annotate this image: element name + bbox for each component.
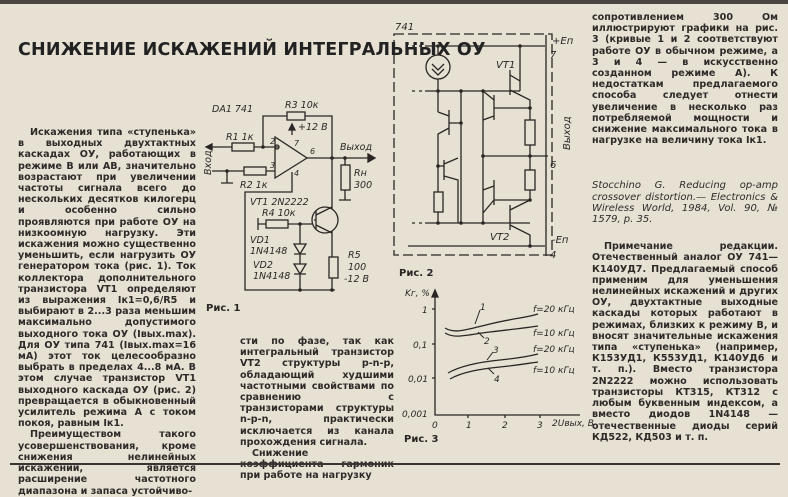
label-pin2: 2 (270, 137, 275, 146)
editor-note: Примечание редакции. Отечественный анало… (592, 241, 778, 443)
curve-label-3: 3 (493, 346, 499, 356)
label-r2: R2 1к (240, 180, 268, 191)
paragraph: Искажения типа «ступенька» в выходных дв… (18, 127, 196, 430)
y-tick-1: 1 (422, 306, 428, 316)
label-pin4: 4 (550, 250, 556, 261)
column-3: сопротивлением 300 Ом иллюстрируют графи… (592, 12, 778, 443)
curve-freq-3: f=20 кГц (533, 345, 575, 355)
curve-freq-1: f=20 кГц (533, 305, 575, 315)
label-r1: R1 1к (226, 132, 254, 143)
curve-4 (449, 361, 539, 380)
x-tick-2: 2 (502, 421, 508, 431)
figure-2-caption: Рис. 2 (399, 268, 434, 279)
figure-2-circuit: 741 +Eп -Eп 7 6 4 VT1 VT2 Выход (393, 22, 574, 261)
figure-3-caption: Рис. 3 (404, 434, 439, 445)
label-minus-e: -Eп (552, 235, 569, 246)
label-plus-e: +Eп (552, 36, 574, 47)
curve-3 (447, 353, 539, 374)
label-pin6: 6 (310, 147, 315, 156)
figure-1-caption: Рис. 1 (206, 303, 241, 314)
x-tick-3: 3 (537, 421, 543, 431)
paragraph: сопротивлением 300 Ом иллюстрируют графи… (592, 12, 778, 147)
label-rn: Rн (354, 168, 367, 179)
label-vd1: VD1 (250, 235, 270, 246)
label-output: Выход (340, 142, 372, 153)
label-da1: DA1 741 (212, 104, 253, 115)
label-vt1: VT1 2N2222 (250, 197, 309, 208)
label-rn-value: 300 (354, 180, 372, 191)
label-vd2: VD2 (253, 260, 273, 271)
label-output: Выход (562, 116, 573, 150)
note-heading: Примечание редакции. (604, 241, 778, 253)
y-axis-label: Kг, % (405, 289, 430, 299)
article-title: СНИЖЕНИЕ ИСКАЖЕНИЙ ИНТЕГРАЛЬНЫХ ОУ (18, 40, 486, 60)
x-tick-1: 1 (466, 421, 472, 431)
label-chip: 741 (395, 22, 414, 33)
label-r5-value: 100 (348, 262, 366, 273)
x-axis-label: 2Uвых, В (552, 419, 594, 429)
label-pin4: 4 (294, 169, 299, 178)
y-tick-0.001: 0,001 (402, 410, 428, 420)
figure-3-graph: Kг, % 1 0,1 0,01 0,001 0 1 2 3 2Uвых, В … (402, 288, 594, 431)
label-vt1: VT1 (496, 60, 515, 71)
label-input: Вход (203, 150, 214, 175)
paragraph: сти по фазе, так как интегральный транзи… (240, 336, 394, 448)
curve-2 (444, 325, 539, 337)
reference: Stocchino G. Reducing op-amp crossover d… (592, 180, 778, 226)
label-vminus: -12 В (344, 274, 369, 285)
label-vplus: +12 В (298, 122, 328, 133)
y-tick-0.1: 0,1 (413, 341, 427, 351)
note-text: Отечественный аналог ОУ 741—К140УД7. Пре… (592, 252, 778, 443)
curve-label-4: 4 (494, 375, 500, 385)
label-r4: R4 10к (262, 208, 296, 219)
label-vd1-type: 1N4148 (250, 246, 287, 257)
figure-1-circuit: DA1 741 R3 10к R1 1к R2 1к +12 В 7 2 3 6… (203, 100, 377, 292)
label-pin7: 7 (294, 139, 300, 148)
y-tick-0.01: 0,01 (408, 375, 428, 385)
curve-label-2: 2 (484, 337, 490, 347)
label-pin3: 3 (270, 161, 275, 170)
label-vd2-type: 1N4148 (253, 271, 290, 282)
curve-freq-2: f=10 кГц (533, 329, 575, 339)
label-pin7: 7 (550, 50, 557, 61)
label-r5: R5 (348, 250, 361, 261)
label-vt2: VT2 (490, 232, 509, 243)
curve-label-1: 1 (480, 303, 486, 313)
x-tick-0: 0 (432, 421, 438, 431)
top-rule (0, 0, 788, 4)
label-pin6: 6 (550, 160, 556, 171)
label-r3: R3 10к (285, 100, 319, 111)
bottom-rule (10, 463, 780, 465)
curve-1 (444, 313, 539, 332)
curve-freq-4: f=10 кГц (533, 366, 575, 376)
